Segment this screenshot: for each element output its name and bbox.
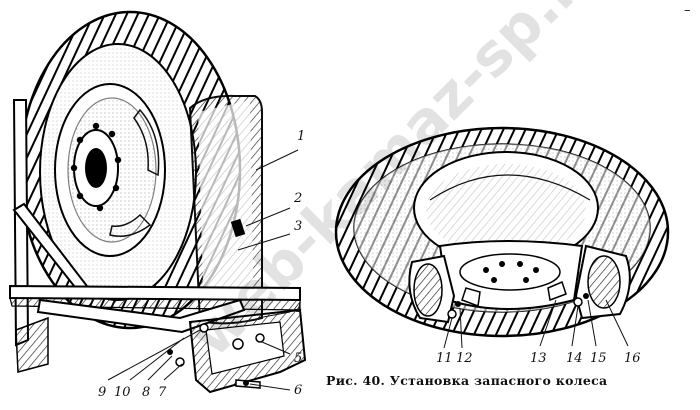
callout-8: 8 xyxy=(142,385,150,400)
callout-11: 11 xyxy=(436,351,453,366)
figure-caption: Рис. 40. Установка запасного колеса xyxy=(326,373,608,388)
callout-5: 5 xyxy=(294,351,302,366)
callout-9: 9 xyxy=(98,385,106,400)
callout-1: 1 xyxy=(297,129,305,144)
spare-wheel-section-drawing xyxy=(334,126,670,338)
corner-mark: – xyxy=(684,3,691,18)
callout-7: 7 xyxy=(158,385,167,400)
callout-16: 16 xyxy=(624,351,641,366)
callout-13: 13 xyxy=(530,351,547,366)
right-leader-lines xyxy=(443,299,629,349)
callout-14: 14 xyxy=(566,351,583,366)
spare-wheel-on-carrier-drawing xyxy=(9,10,307,394)
callout-3: 3 xyxy=(294,219,302,234)
callout-2: 2 xyxy=(293,191,302,206)
left-leader-lines xyxy=(107,149,299,391)
callout-10: 10 xyxy=(114,385,131,400)
stud-holes xyxy=(70,122,122,212)
callout-12: 12 xyxy=(456,351,473,366)
callout-4: 4 xyxy=(293,301,302,316)
callout-15: 15 xyxy=(590,351,607,366)
callout-6: 6 xyxy=(294,383,302,398)
left-callouts: 1 2 3 4 5 6 7 8 9 10 xyxy=(98,129,305,400)
right-callouts: 11 12 13 14 15 16 xyxy=(436,351,641,366)
